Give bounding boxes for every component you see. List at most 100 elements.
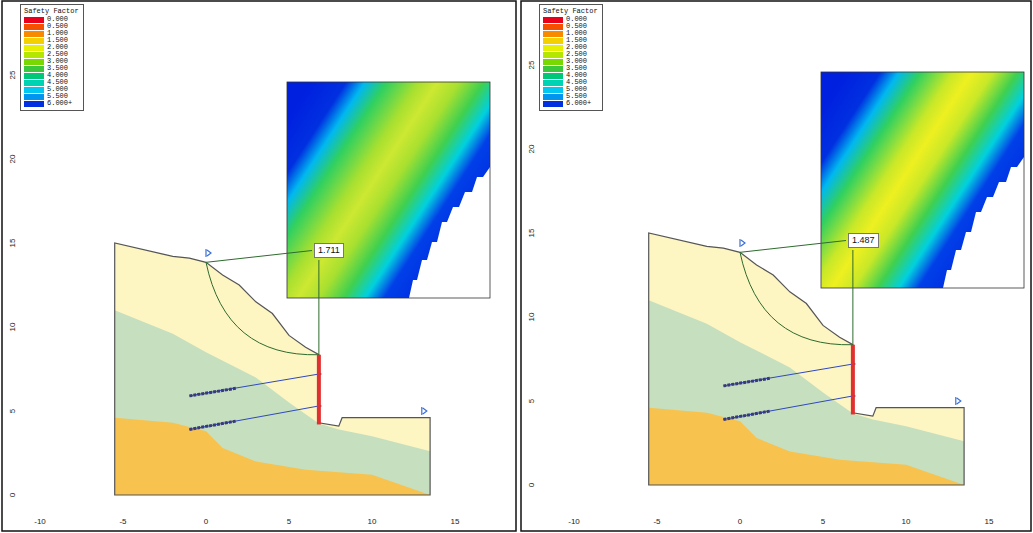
legend-swatch <box>24 17 44 23</box>
legend-swatch <box>543 80 563 86</box>
legend-swatch <box>543 87 563 93</box>
legend-row: 6.000+ <box>543 100 598 107</box>
x-axis-tick: -10 <box>34 517 46 526</box>
legend-row: 4.000 <box>543 72 598 79</box>
legend-label: 2.000 <box>47 44 68 51</box>
soil-layer-middle <box>115 310 430 512</box>
legend-swatch <box>543 94 563 100</box>
y-axis-tick: 5 <box>527 399 536 403</box>
legend-label: 0.500 <box>47 23 68 30</box>
legend-row: 0.000 <box>24 16 79 23</box>
legend-label: 3.000 <box>566 58 587 65</box>
panel-frame <box>521 1 1031 531</box>
legend-row: 5.500 <box>24 93 79 100</box>
anchor-tendon <box>189 406 318 430</box>
anchor-grout <box>723 411 769 419</box>
legend-label: 1.000 <box>47 30 68 37</box>
safety-factor-value: 1.487 <box>852 235 875 246</box>
legend-row: 4.000 <box>24 72 79 79</box>
legend-row: 1.000 <box>24 30 79 37</box>
legend-label: 1.000 <box>566 30 587 37</box>
legend-label: 0.000 <box>47 16 68 23</box>
legend-label: 5.500 <box>47 93 68 100</box>
x-axis-tick: -10 <box>568 517 580 526</box>
legend-title: Safety Factor <box>24 7 79 16</box>
legend-swatch <box>24 80 44 86</box>
x-axis-tick: 0 <box>204 517 208 526</box>
soil-layer-lower <box>115 418 430 512</box>
y-axis-tick: 15 <box>8 239 17 248</box>
legend-swatch <box>543 24 563 30</box>
x-axis-tick: -5 <box>653 517 660 526</box>
soil-layer-middle <box>649 300 964 502</box>
legend-swatch <box>24 73 44 79</box>
legend-label: 3.500 <box>47 65 68 72</box>
legend-swatch <box>543 66 563 72</box>
legend-row: 0.500 <box>543 23 598 30</box>
legend-label: 5.000 <box>566 86 587 93</box>
y-axis-tick: 10 <box>8 323 17 332</box>
legend-swatch <box>543 45 563 51</box>
legend-label: 6.000+ <box>47 100 72 107</box>
legend-swatch <box>24 87 44 93</box>
y-axis-tick: 20 <box>8 155 17 164</box>
y-axis-tick: 20 <box>527 145 536 154</box>
inset-frame <box>821 72 1024 288</box>
legend-label: 4.000 <box>566 72 587 79</box>
safety-factor-box: 1.487 <box>848 233 879 248</box>
legend-swatch <box>543 17 563 23</box>
x-axis-tick: 5 <box>821 517 825 526</box>
legend-row: 2.500 <box>543 51 598 58</box>
legend-row: 0.000 <box>543 16 598 23</box>
soil-layer-lower <box>649 408 964 502</box>
legend-swatch <box>543 101 563 107</box>
safety-factor-box: 1.711 <box>314 243 344 258</box>
legend-swatch <box>24 59 44 65</box>
legend-swatch <box>543 73 563 79</box>
x-axis-tick: 15 <box>985 517 994 526</box>
legend-swatch <box>543 52 563 58</box>
x-axis-tick: 10 <box>368 517 377 526</box>
anchor-grout <box>723 378 769 386</box>
legend-label: 4.500 <box>47 79 68 86</box>
legend-row: 3.000 <box>543 58 598 65</box>
legend-swatch <box>24 38 44 44</box>
anchor-grout <box>189 421 235 429</box>
legend-label: 1.500 <box>47 37 68 44</box>
leader-line <box>318 260 319 355</box>
legend-label: 2.500 <box>47 51 68 58</box>
legend-label: 2.000 <box>566 44 587 51</box>
slip-limit-marker <box>740 239 745 247</box>
legend-row: 5.000 <box>24 86 79 93</box>
legend-row: 1.500 <box>24 37 79 44</box>
x-axis-tick: -5 <box>119 517 126 526</box>
slope-panel <box>2 1 516 531</box>
legend-title: Safety Factor <box>543 7 598 16</box>
leader-line <box>206 251 312 263</box>
panel-frame <box>2 1 516 531</box>
y-axis-tick: 25 <box>527 61 536 70</box>
inset-excavation <box>409 167 490 298</box>
legend-label: 2.500 <box>566 51 587 58</box>
x-axis-tick: 5 <box>287 517 291 526</box>
legend-row: 1.500 <box>543 37 598 44</box>
legend-swatch <box>24 31 44 37</box>
legend-box: Safety Factor0.0000.5001.0001.5002.0002.… <box>20 4 84 111</box>
legend-row: 3.000 <box>24 58 79 65</box>
legend-row: 4.500 <box>543 79 598 86</box>
legend-swatch <box>543 38 563 44</box>
slip-limit-marker <box>956 397 961 405</box>
legend-swatch <box>24 45 44 51</box>
legend-row: 4.500 <box>24 79 79 86</box>
legend-label: 3.000 <box>47 58 68 65</box>
retaining-wall <box>317 355 321 425</box>
legend-label: 4.500 <box>566 79 587 86</box>
anchor-grout <box>189 388 235 396</box>
legend-label: 4.000 <box>47 72 68 79</box>
y-axis-tick: 5 <box>8 409 17 413</box>
anchor-tendon <box>723 364 852 386</box>
leader-line <box>740 241 846 253</box>
contour-inset <box>821 72 1024 288</box>
